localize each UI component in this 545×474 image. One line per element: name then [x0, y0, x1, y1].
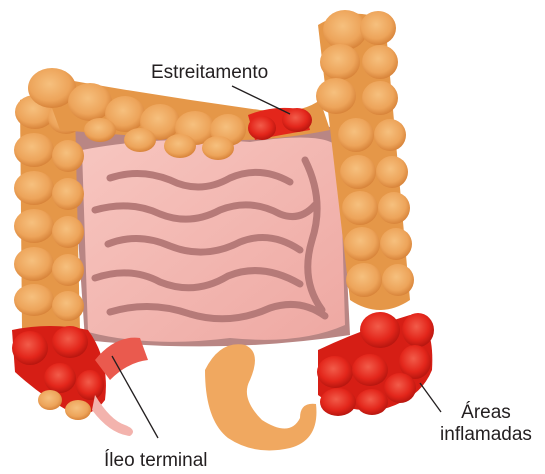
- terminal-ileum-label: Íleo terminal: [104, 450, 208, 472]
- inflamed-areas-label-line1: Áreas: [428, 402, 544, 424]
- inflamed-areas-label: Áreas inflamadas: [428, 402, 544, 446]
- inflamed-cecum: [12, 326, 106, 420]
- inflamed-areas-label-line2: inflamadas: [428, 424, 544, 446]
- appendix: [92, 395, 133, 436]
- rectum: [205, 344, 316, 450]
- stricture-label: Estreitamento: [151, 62, 268, 84]
- small-intestine: [82, 138, 345, 342]
